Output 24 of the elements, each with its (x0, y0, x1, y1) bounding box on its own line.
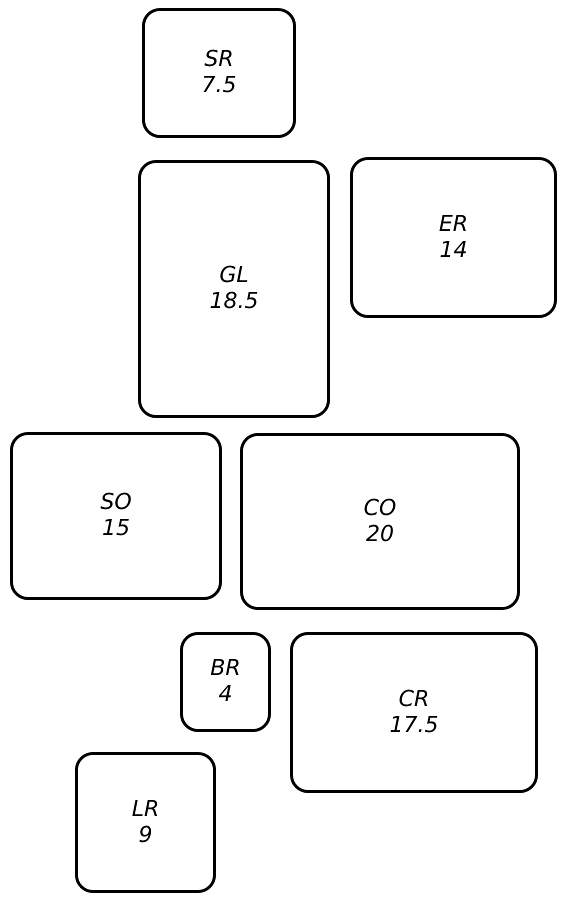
rounded-box (350, 157, 557, 318)
rounded-box (142, 8, 296, 138)
box-code: LR (132, 796, 160, 822)
box-code: ER (438, 212, 468, 238)
rounded-box (75, 752, 216, 893)
box-code: CO (364, 496, 396, 522)
box-code: BR (210, 656, 241, 682)
box-value: 18.5 (210, 289, 258, 315)
rounded-box (138, 160, 330, 418)
box-code: SO (100, 490, 132, 516)
box-value: 15 (102, 516, 130, 542)
rounded-box (10, 432, 222, 600)
box-value: 4 (218, 682, 232, 708)
box-code: GL (219, 263, 249, 289)
box-value: 9 (138, 822, 152, 848)
box-value: 7.5 (202, 73, 236, 99)
box-code: CR (398, 686, 430, 712)
box-code: SR (204, 47, 234, 73)
rounded-box (290, 632, 538, 793)
box-value: 20 (366, 522, 394, 548)
rounded-box (180, 632, 271, 732)
box-value: 14 (440, 238, 468, 264)
box-value: 17.5 (390, 712, 438, 738)
rounded-box (240, 433, 520, 610)
